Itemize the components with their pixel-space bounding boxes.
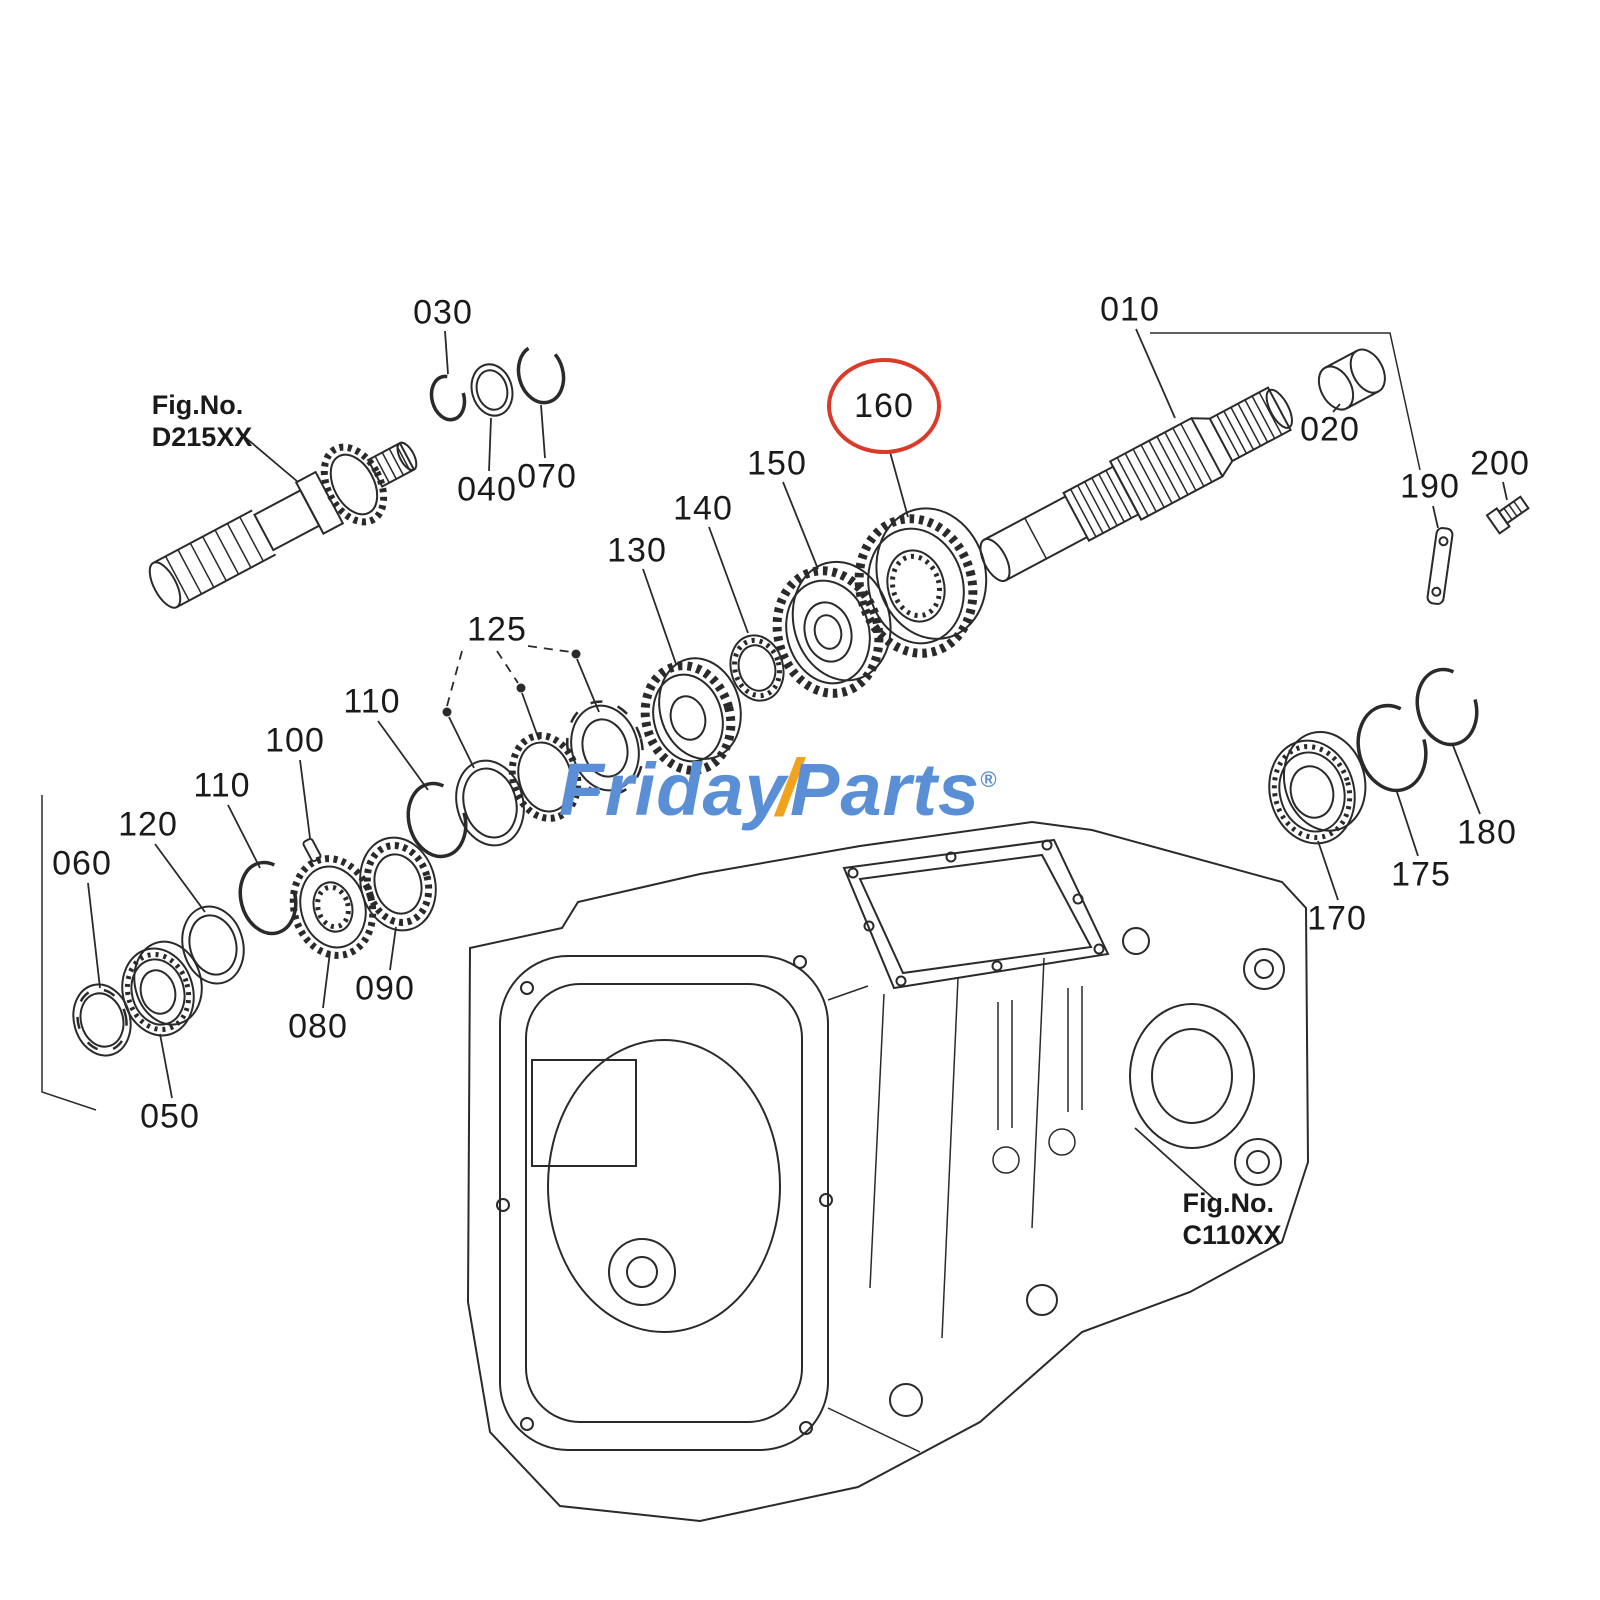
part-label-070: 070 bbox=[517, 457, 577, 496]
bearing-170-drawing bbox=[1268, 730, 1367, 845]
fig-ref-c110xx-line2: C110XX bbox=[1182, 1220, 1282, 1250]
part-label-040: 040 bbox=[457, 470, 517, 509]
snap-ring-180-drawing bbox=[1415, 667, 1479, 747]
highlight-circle-160: 160 bbox=[827, 358, 941, 454]
part-label-010: 010 bbox=[1100, 290, 1160, 329]
shaft-010-drawing bbox=[979, 386, 1293, 582]
seal-060-drawing bbox=[72, 983, 132, 1057]
transmission-housing-drawing bbox=[466, 820, 1310, 1523]
part-label-180: 180 bbox=[1457, 813, 1517, 852]
ring-030-drawing bbox=[429, 374, 467, 422]
leader-lines bbox=[87, 328, 1508, 1201]
snap-ring-175-drawing bbox=[1356, 703, 1428, 793]
bushing-020-drawing bbox=[1317, 348, 1386, 411]
fig-ref-c110xx-line1: Fig.No. bbox=[1182, 1188, 1274, 1219]
part-label-060: 060 bbox=[52, 844, 112, 883]
part-label-050: 050 bbox=[140, 1097, 200, 1136]
fridayparts-watermark: Friday/Parts® bbox=[559, 742, 998, 834]
watermark-parts: Parts bbox=[789, 748, 981, 831]
snap-ring-110-lower-drawing bbox=[238, 860, 298, 936]
bearing-050-drawing bbox=[121, 940, 203, 1037]
part-label-130: 130 bbox=[607, 531, 667, 570]
part-label-110-upper: 110 bbox=[343, 682, 401, 721]
part-label-170: 170 bbox=[1307, 899, 1367, 938]
watermark-friday: Friday bbox=[558, 748, 787, 831]
fig-ref-d215xx-line2: D215XX bbox=[151, 422, 253, 452]
part-label-120: 120 bbox=[118, 805, 178, 844]
ring-120-drawing bbox=[181, 905, 245, 985]
fig-ref-c110xx: Fig.No. C110XX bbox=[1182, 1188, 1281, 1252]
part-label-140: 140 bbox=[673, 489, 733, 528]
part-label-150: 150 bbox=[747, 444, 807, 483]
part-label-100: 100 bbox=[265, 721, 325, 760]
part-label-020: 020 bbox=[1300, 410, 1360, 449]
part-label-030: 030 bbox=[413, 293, 473, 332]
fig-ref-d215xx: Fig.No. D215XX bbox=[152, 390, 253, 454]
synchro-ring-2-drawing bbox=[508, 732, 582, 822]
ring-040-drawing bbox=[470, 363, 514, 417]
boundary-lines bbox=[41, 332, 1421, 1111]
synchro-hub-drawing bbox=[565, 700, 645, 796]
bolt-200-drawing bbox=[1485, 495, 1530, 535]
part-label-125: 125 bbox=[467, 610, 527, 649]
part-label-160: 160 bbox=[854, 386, 914, 425]
gear-130-drawing bbox=[640, 657, 742, 775]
ring-070-drawing bbox=[516, 343, 566, 405]
snap-ring-110-upper-drawing bbox=[406, 781, 468, 859]
part-label-190: 190 bbox=[1400, 467, 1460, 506]
part-label-110-lower: 110 bbox=[193, 766, 251, 805]
watermark-slash-icon: / bbox=[776, 743, 800, 832]
watermark-registered-mark: ® bbox=[980, 767, 998, 792]
part-label-090: 090 bbox=[355, 969, 415, 1008]
part-label-080: 080 bbox=[288, 1007, 348, 1046]
gear-150-drawing bbox=[772, 560, 892, 698]
fig-ref-d215xx-line1: Fig.No. bbox=[151, 390, 244, 421]
synchro-ring-1-drawing bbox=[455, 759, 525, 847]
part-label-200: 200 bbox=[1470, 444, 1530, 483]
plate-190-drawing bbox=[1426, 527, 1454, 605]
gear-160-drawing bbox=[854, 507, 988, 658]
bearing-140-drawing bbox=[729, 634, 785, 702]
part-label-175: 175 bbox=[1391, 855, 1451, 894]
